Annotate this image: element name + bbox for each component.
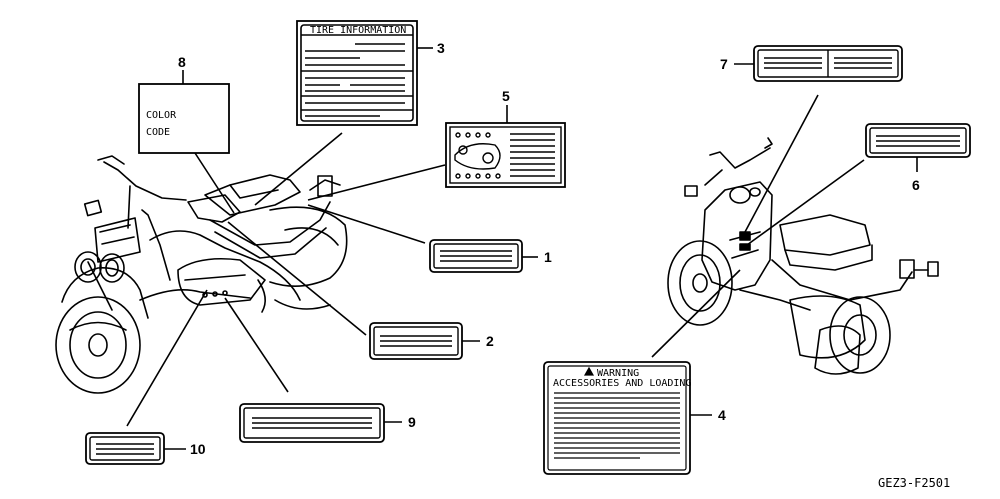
label-tire-information: TIRE INFORMATION 3 xyxy=(296,20,445,126)
callout-6: 6 xyxy=(912,177,920,193)
color-code-line2: CODE xyxy=(146,127,170,138)
callout-8: 8 xyxy=(178,54,186,70)
leader-lines xyxy=(126,94,865,427)
callout-9: 9 xyxy=(408,414,416,430)
callout-7: 7 xyxy=(720,56,728,72)
callout-2: 2 xyxy=(486,333,494,349)
color-code-line1: COLOR xyxy=(146,110,177,121)
warning-line2: ACCESSORIES AND LOADING xyxy=(553,378,691,389)
callout-1: 1 xyxy=(544,249,552,265)
diagram-code: GEZ3-F2501 xyxy=(878,476,950,490)
label-9: 9 xyxy=(239,403,416,443)
callout-4: 4 xyxy=(718,407,726,423)
label-7: 7 xyxy=(720,45,903,82)
label-2: 2 xyxy=(369,322,494,360)
callout-3: 3 xyxy=(437,40,445,56)
label-color-code: COLOR CODE 8 xyxy=(138,54,230,154)
label-6: 6 xyxy=(865,123,971,193)
warning-line1: WARNING xyxy=(597,368,639,379)
left-scooter xyxy=(55,155,348,394)
label-warning: WARNING ACCESSORIES AND LOADING 4 xyxy=(543,361,726,475)
label-1: 1 xyxy=(429,239,552,273)
callout-10: 10 xyxy=(190,441,206,457)
label-emission: 5 xyxy=(445,88,566,188)
label-10: 10 xyxy=(85,432,206,465)
callout-5: 5 xyxy=(502,88,510,104)
right-scooter xyxy=(667,137,939,375)
tire-info-title: TIRE INFORMATION xyxy=(310,25,406,36)
